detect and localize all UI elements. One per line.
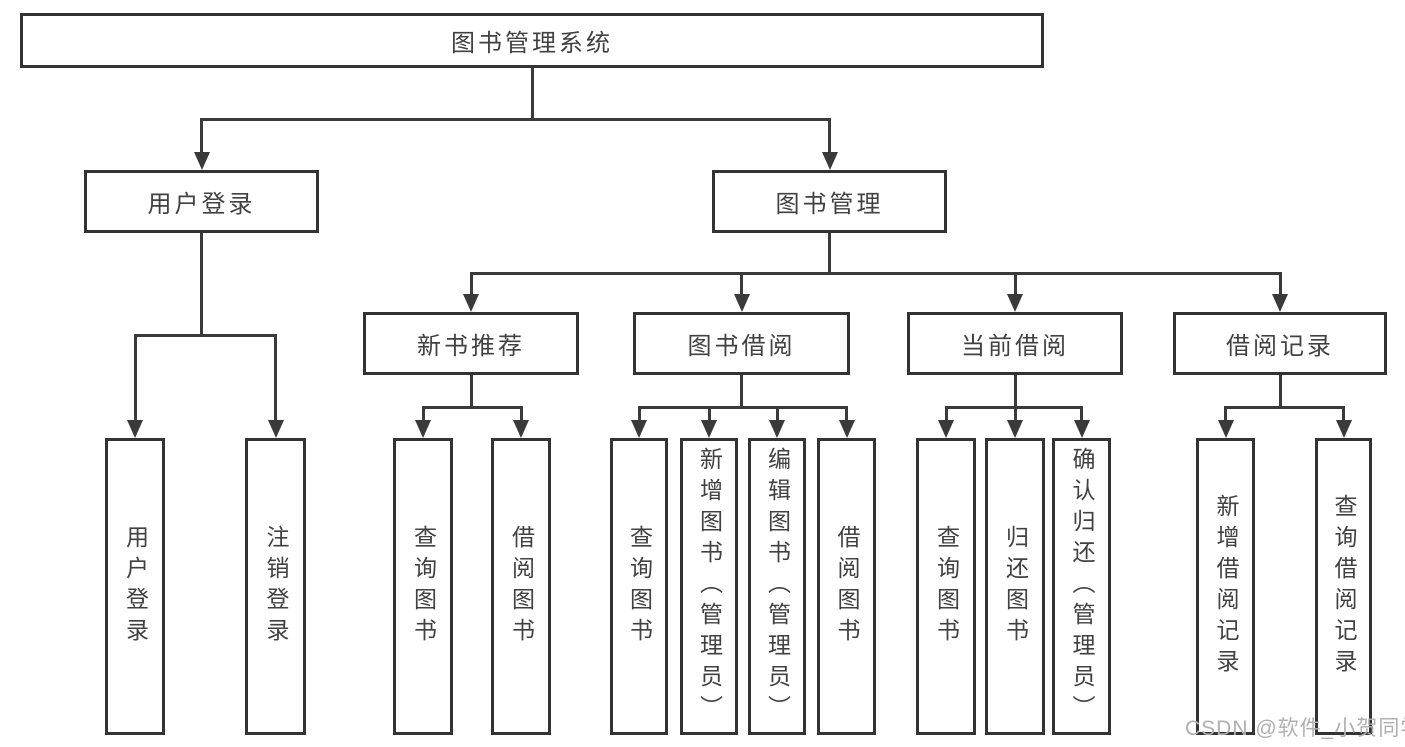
node-br-query: 查询借阅记录 xyxy=(1315,438,1372,735)
arrow-down-icon-logout xyxy=(267,420,284,438)
node-label-login: 用户登录 xyxy=(122,524,149,649)
node-user-login: 用户登录 xyxy=(84,170,319,233)
node-cb-query: 查询图书 xyxy=(916,438,976,735)
node-label-current-borrow: 当前借阅 xyxy=(961,333,1069,360)
connector-bus-new-book xyxy=(421,405,523,409)
connector-drop-new-book xyxy=(469,273,473,298)
arrow-down-icon-bb-add xyxy=(701,420,717,438)
node-label-bb-query: 查询图书 xyxy=(626,524,653,649)
node-book-borrow: 图书借阅 xyxy=(633,312,850,375)
connector-drop-bb-add xyxy=(707,407,711,424)
node-label-system: 图书管理系统 xyxy=(451,30,613,57)
arrow-down-icon-current-borrow xyxy=(1007,294,1023,312)
node-label-logout: 注销登录 xyxy=(263,524,289,649)
connector-bus-system xyxy=(200,117,831,121)
node-current-borrow: 当前借阅 xyxy=(907,312,1123,375)
node-label-bb-edit: 编辑图书（管理员） xyxy=(764,447,791,726)
node-book-mgmt: 图书管理 xyxy=(712,170,947,233)
arrow-down-icon-login xyxy=(127,420,143,438)
node-nb-query: 查询图书 xyxy=(393,438,453,735)
connector-stem-book-borrow xyxy=(740,375,743,407)
connector-stem-book-mgmt xyxy=(828,233,831,273)
node-label-nb-query: 查询图书 xyxy=(410,524,437,649)
connector-drop-bb-query xyxy=(637,407,641,424)
arrow-down-icon-cb-return xyxy=(1007,420,1023,438)
node-borrow-records: 借阅记录 xyxy=(1173,312,1387,375)
connector-drop-br-query xyxy=(1342,407,1345,424)
connector-drop-cb-query xyxy=(944,407,948,424)
arrow-down-icon-book-mgmt xyxy=(821,152,838,170)
connector-drop-current-borrow xyxy=(1013,273,1017,298)
connector-drop-nb-borrow xyxy=(519,407,523,424)
connector-drop-logout xyxy=(274,335,277,424)
connector-drop-nb-query xyxy=(421,407,425,424)
node-label-cb-query: 查询图书 xyxy=(933,524,960,649)
node-cb-confirm: 确认归还（管理员） xyxy=(1052,438,1111,735)
node-label-bb-borrow: 借阅图书 xyxy=(834,524,860,649)
node-login: 用户登录 xyxy=(105,438,165,735)
connector-bus-borrow-records xyxy=(1224,405,1345,409)
connector-drop-borrow-records xyxy=(1278,273,1282,298)
node-system: 图书管理系统 xyxy=(20,13,1044,68)
connector-drop-book-borrow xyxy=(740,273,743,298)
arrow-down-icon-new-book xyxy=(463,294,479,312)
arrow-down-icon-user-login xyxy=(193,152,210,170)
watermark: CSDN @软件_小贺同学 xyxy=(1185,717,1405,740)
connector-drop-cb-confirm xyxy=(1080,407,1083,424)
connector-bus-book-mgmt xyxy=(469,271,1282,275)
connector-bus-user-login xyxy=(133,333,277,337)
connector-stem-new-book xyxy=(469,375,473,407)
node-label-br-query: 查询借阅记录 xyxy=(1331,493,1357,680)
arrow-down-icon-nb-borrow xyxy=(513,420,529,438)
connector-stem-system xyxy=(530,68,534,119)
node-label-nb-borrow: 借阅图书 xyxy=(508,524,535,649)
arrow-down-icon-bb-query xyxy=(631,420,647,438)
connector-bus-book-borrow xyxy=(637,405,848,409)
node-logout: 注销登录 xyxy=(245,438,306,735)
arrow-down-icon-book-borrow xyxy=(733,294,750,312)
connector-stem-borrow-records xyxy=(1278,375,1282,407)
node-label-new-book: 新书推荐 xyxy=(417,333,525,360)
arrow-down-icon-br-query xyxy=(1335,420,1352,438)
node-nb-borrow: 借阅图书 xyxy=(491,438,551,735)
arrow-down-icon-cb-confirm xyxy=(1073,420,1090,438)
arrow-down-icon-bb-borrow xyxy=(838,420,855,438)
node-label-book-mgmt: 图书管理 xyxy=(775,191,884,218)
node-label-br-add: 新增借阅记录 xyxy=(1213,493,1239,680)
node-bb-borrow: 借阅图书 xyxy=(817,438,876,735)
node-bb-edit: 编辑图书（管理员） xyxy=(748,438,806,735)
connector-stem-current-borrow xyxy=(1013,375,1017,407)
connector-drop-bb-borrow xyxy=(845,407,848,424)
node-cb-return: 归还图书 xyxy=(985,438,1045,735)
node-label-book-borrow: 图书借阅 xyxy=(687,333,796,360)
connector-drop-login xyxy=(133,335,137,424)
node-br-add: 新增借阅记录 xyxy=(1196,438,1255,735)
arrow-down-icon-br-add xyxy=(1217,420,1234,438)
connector-drop-br-add xyxy=(1224,407,1227,424)
connector-drop-book-mgmt xyxy=(828,119,831,156)
connector-drop-cb-return xyxy=(1013,407,1017,424)
node-label-cb-confirm: 确认归还（管理员） xyxy=(1069,447,1095,726)
arrow-down-icon-borrow-records xyxy=(1272,294,1288,312)
connector-drop-bb-edit xyxy=(775,407,779,424)
node-label-user-login: 用户登录 xyxy=(147,191,256,218)
node-bb-query: 查询图书 xyxy=(610,438,668,735)
node-label-cb-return: 归还图书 xyxy=(1002,524,1029,649)
node-label-bb-add: 新增图书（管理员） xyxy=(696,447,723,726)
arrow-down-icon-nb-query xyxy=(415,420,431,438)
connector-drop-user-login xyxy=(200,119,203,156)
node-label-borrow-records: 借阅记录 xyxy=(1226,333,1334,360)
arrow-down-icon-bb-edit xyxy=(769,420,785,438)
node-bb-add: 新增图书（管理员） xyxy=(680,438,738,735)
arrow-down-icon-cb-query xyxy=(938,420,954,438)
connector-stem-user-login xyxy=(200,233,203,335)
node-new-book: 新书推荐 xyxy=(363,312,579,375)
